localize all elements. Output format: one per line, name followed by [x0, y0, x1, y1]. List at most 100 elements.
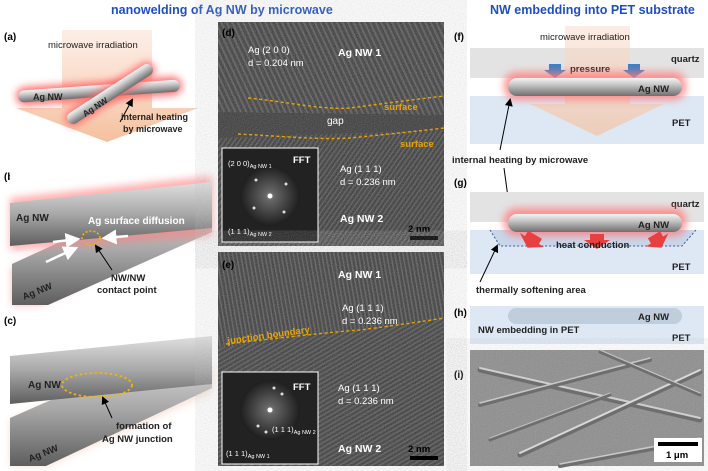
- pet-label-f: PET: [672, 118, 691, 129]
- d-surface-2: surface: [400, 139, 434, 150]
- fft-e-l1-sub: Ag NW 2: [294, 430, 316, 436]
- diffusion-arrow-left: [52, 233, 81, 248]
- d-spacing-1: d = 0.204 nm: [248, 58, 304, 69]
- panel-label-f: (f): [454, 32, 464, 43]
- scale-bar-d: [410, 236, 438, 240]
- scale-label-d: 2 nm: [408, 224, 430, 235]
- scale-label-e: 2 nm: [408, 444, 430, 455]
- e-plane-1: Ag (1 1 1): [342, 303, 384, 314]
- nanowire-g: [508, 214, 682, 232]
- softening-pointer: [479, 244, 499, 283]
- fft-e-l1: (1 1 1)Ag NW 2: [272, 425, 316, 436]
- scale-bar-e: [410, 456, 438, 460]
- heating-pointer-f: [499, 98, 513, 151]
- pressure-arrow-left: [544, 64, 566, 78]
- panel-b: (b) Ag NW Ag NW Ag surface diffusion NW/…: [4, 165, 214, 305]
- agnw-label-g: Ag NW: [638, 220, 669, 231]
- panel-h: (h) Ag NW NW embedding in PET PET: [454, 306, 704, 344]
- fft-center-d: [267, 193, 273, 199]
- scale-label-i: 1 μm: [666, 450, 688, 461]
- diffusion-arrow-right: [101, 229, 129, 245]
- panel-label-d: (d): [222, 28, 235, 39]
- title-left: nanowelding of Ag NW by microwave: [111, 3, 333, 17]
- panel-f: (f) microwave irradiation quartz pressur…: [452, 26, 704, 166]
- diffusion-arrow-lower: [45, 246, 79, 264]
- fft-spot-d2: [282, 210, 286, 214]
- fft-d-l2: (1 1 1)Ag NW 2: [228, 227, 272, 238]
- d-spacing-2: d = 0.236 nm: [340, 177, 396, 188]
- embedding-label: NW embedding in PET: [478, 325, 580, 336]
- panel-label-h: (h): [454, 308, 467, 319]
- fft-center-e: [267, 407, 273, 413]
- contact-point-ellipse: [81, 230, 101, 246]
- contact-label-1: NW/NW: [111, 273, 145, 284]
- fft-e-l1-main: (1 1 1): [272, 425, 294, 434]
- pet-label-g: PET: [672, 262, 691, 273]
- e-spacing-2: d = 0.236 nm: [338, 396, 394, 407]
- panel-label-e: (e): [222, 260, 234, 271]
- panel-label-a: (a): [4, 32, 16, 43]
- junction-label-1: formation of: [116, 421, 172, 432]
- e-spacing-1: d = 0.236 nm: [342, 316, 398, 327]
- fft-spot-d3: [284, 182, 288, 186]
- d-plane-1: Ag (2 0 0): [248, 45, 290, 56]
- heat-arrow-1: [519, 230, 545, 248]
- fft-spot-d1: [254, 178, 258, 182]
- microwave-label: microwave irradiation: [48, 40, 138, 51]
- fft-d-l2-sub: Ag NW 2: [250, 232, 272, 238]
- agnw-label-h: Ag NW: [638, 312, 669, 323]
- panel-label-i: (i): [454, 370, 463, 381]
- panel-g: (g) quartz Ag NW heat conduction PET the…: [454, 167, 704, 296]
- fft-spot-e3: [264, 430, 268, 434]
- scale-bar-i: [658, 442, 698, 446]
- nanowire-f: [508, 78, 682, 96]
- nanowire-2: [67, 64, 153, 124]
- fft-label-e: FFT: [293, 382, 311, 393]
- pressure-label: pressure: [570, 64, 610, 75]
- fft-label-d: FFT: [293, 155, 311, 166]
- heating-label-2: by microwave: [123, 124, 183, 134]
- panel-a: (a) microwave irradiation Ag NW Ag NW in…: [4, 30, 198, 142]
- heating-label-f: internal heating by microwave: [452, 155, 588, 166]
- junction-pointer: [101, 396, 113, 419]
- d-surface-1: surface: [384, 102, 418, 113]
- fft-e-l2: (1 1 1)Ag NW 1: [226, 449, 270, 460]
- fft-d-l2-main: (1 1 1): [228, 227, 250, 236]
- heating-label-1: internal heating: [121, 112, 188, 122]
- e-nw2-label: Ag NW 2: [338, 443, 381, 455]
- heat-arrow-2: [584, 234, 610, 249]
- fft-spot-e1: [256, 424, 260, 428]
- panel-label-g: (g): [454, 178, 467, 189]
- nanowire-1: [18, 79, 180, 103]
- fft-spot-e4: [272, 386, 276, 390]
- nanowire-b1: [10, 182, 212, 246]
- fft-d-l1-sub: Ag NW 1: [250, 164, 272, 170]
- contact-pointer: [94, 244, 113, 271]
- panel-d: (d) Ag (2 0 0) d = 0.204 nm Ag NW 1 surf…: [218, 22, 445, 246]
- junction-boundary-line: [225, 317, 445, 345]
- agnw-label-1: Ag NW: [33, 92, 63, 102]
- heating-pointer: [119, 98, 133, 123]
- agnw-label-c1: Ag NW: [28, 380, 61, 391]
- fft-e-l2-sub: Ag NW 1: [248, 454, 270, 460]
- e-nw1-label: Ag NW 1: [338, 269, 381, 281]
- panel-i: (i) 1 μm: [454, 349, 704, 468]
- agnw-label-f: Ag NW: [638, 84, 669, 95]
- agnw-label-b1: Ag NW: [16, 213, 49, 224]
- surface-line-2: [237, 127, 445, 140]
- panel-c: (c) Ag NW Ag NW formation of Ag NW junct…: [4, 316, 212, 466]
- panel-label-c: (c): [4, 316, 16, 327]
- diffusion-label: Ag surface diffusion: [88, 216, 185, 227]
- pet-label-h: PET: [672, 333, 691, 344]
- panel-e: (e) Ag NW 1 Ag (1 1 1) d = 0.236 nm junc…: [218, 252, 445, 466]
- fft-d-l1: (2 0 0)Ag NW 1: [228, 159, 272, 170]
- pressure-arrow-right: [623, 64, 645, 78]
- surface-line-1: [247, 95, 445, 110]
- quartz-label-f: quartz: [671, 54, 700, 65]
- junction-ellipse: [61, 372, 133, 398]
- fft-e-l2-main: (1 1 1): [226, 449, 248, 458]
- fft-spot-d4: [252, 206, 256, 210]
- d-nw2-label: Ag NW 2: [340, 213, 383, 225]
- title-right: NW embedding into PET substrate: [490, 3, 695, 17]
